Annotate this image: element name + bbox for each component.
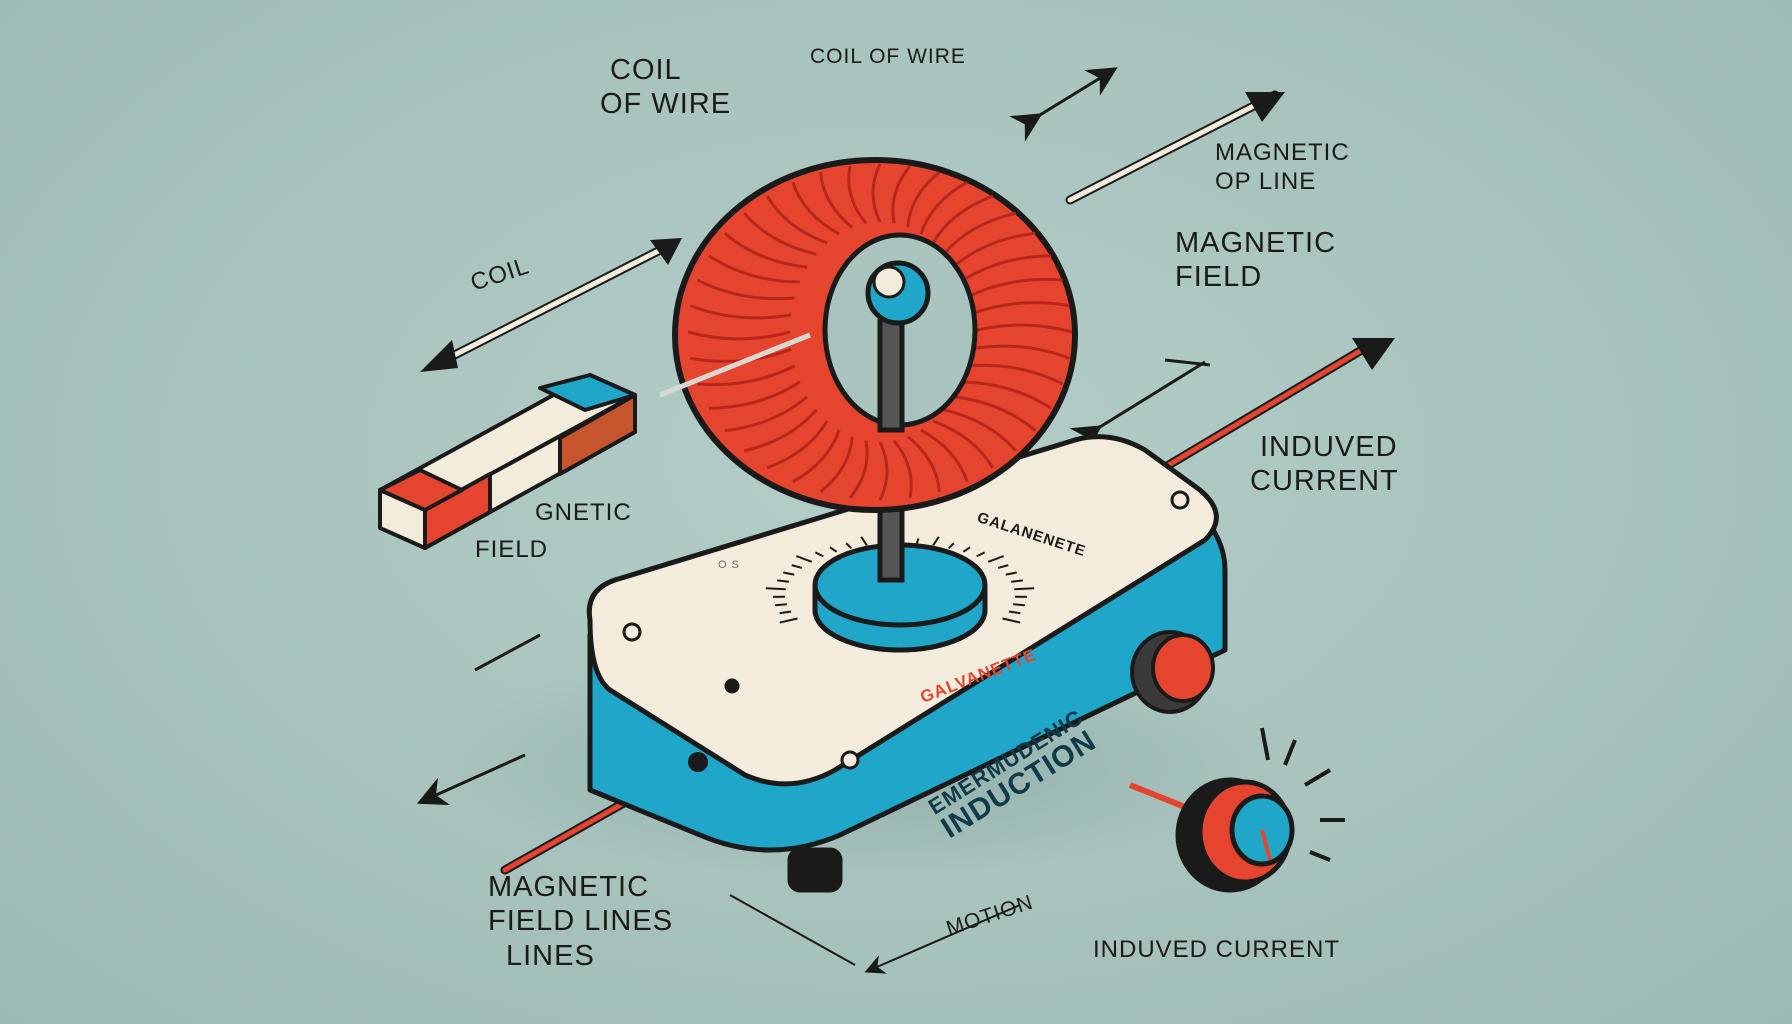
wire-port bbox=[688, 752, 708, 772]
dial-tick bbox=[1011, 580, 1023, 581]
label-gnetic-field: GNETIC FIELD bbox=[475, 500, 632, 562]
dial-tick bbox=[1014, 588, 1034, 589]
label-magnetic-field-lines: MAGNETIC FIELD LINES LINES bbox=[488, 872, 673, 971]
label-magnetic-field: MAGNETIC FIELD bbox=[1175, 228, 1336, 293]
label-induved-current-bottom: INDUVED CURRENT bbox=[1093, 937, 1340, 962]
arrow-small-top bbox=[1035, 72, 1110, 118]
dial-tick bbox=[766, 588, 786, 589]
label-coil-of-wire-left: COIL OF WIRE bbox=[600, 55, 731, 120]
arrow-small-mid bbox=[1095, 360, 1210, 430]
coil-of-wire bbox=[675, 160, 1075, 510]
label-coil-of-wire-top: COIL OF WIRE bbox=[810, 46, 966, 68]
arrow-motion bbox=[730, 895, 1020, 970]
label-induved-current: INDUVED CURRENT bbox=[1250, 432, 1399, 497]
dial-tick bbox=[1013, 604, 1025, 605]
arrow-coil-left bbox=[420, 238, 682, 372]
device-small-mark: O S bbox=[718, 560, 740, 572]
label-magnetic-of-line: MAGNETIC OP LINE bbox=[1215, 140, 1350, 194]
dial-tick bbox=[777, 580, 789, 581]
dial-tick bbox=[775, 604, 787, 605]
